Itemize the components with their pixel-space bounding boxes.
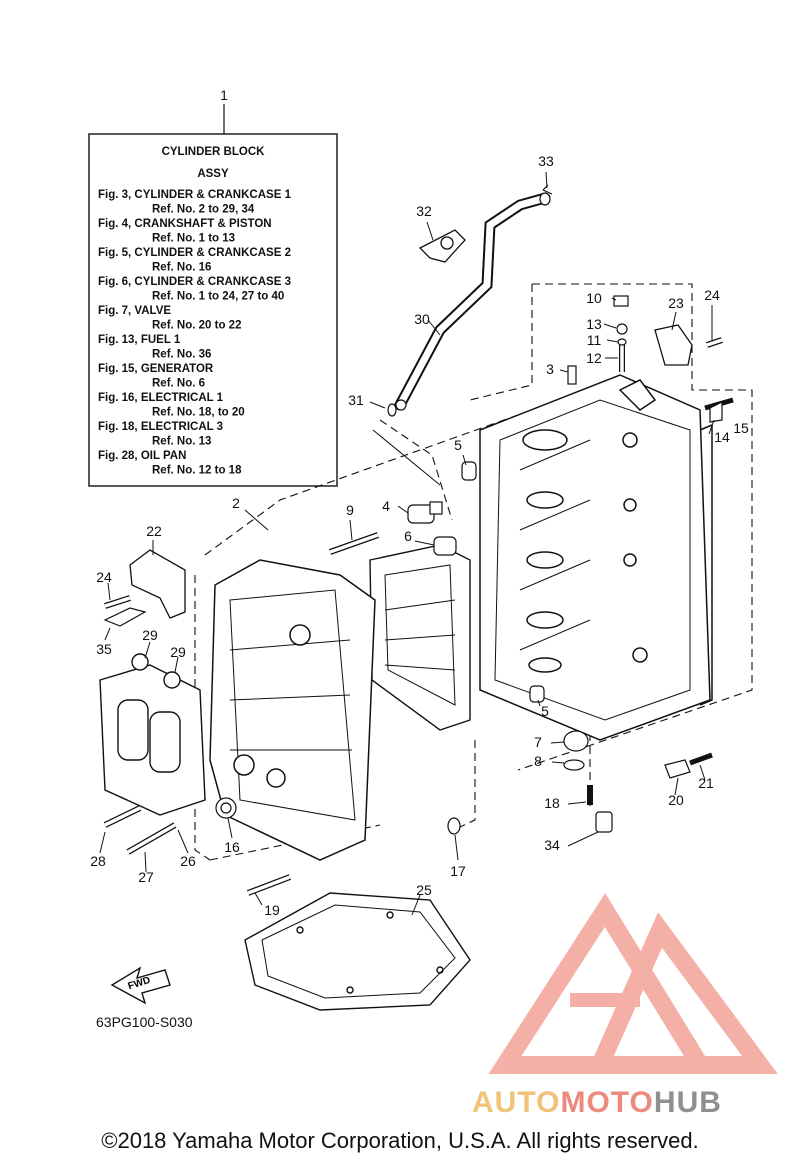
- callout-number: 12: [586, 350, 602, 366]
- callout-number: 27: [138, 869, 154, 885]
- copyright-notice: ©2018 Yamaha Motor Corporation, U.S.A. A…: [101, 1128, 699, 1153]
- forward-arrow: [110, 966, 171, 1005]
- callout-number: 2: [232, 495, 240, 511]
- callout-number: 33: [538, 153, 554, 169]
- callout-number: 19: [264, 902, 280, 918]
- thermostat-housing-assembly: [99, 653, 206, 816]
- callout-number: 24: [96, 569, 112, 585]
- callout-number: 3: [546, 361, 554, 377]
- figure-reference: Fig. 7, VALVE: [98, 305, 171, 317]
- callout-number: 6: [404, 528, 412, 544]
- figure-reference: Fig. 28, OIL PAN: [98, 450, 186, 462]
- crankcase-frame: [369, 544, 471, 731]
- callout-number: 16: [224, 839, 240, 855]
- watermark-part-1: AUTO: [472, 1086, 561, 1119]
- figure-reference: Fig. 6, CYLINDER & CRANKCASE 3: [98, 276, 291, 288]
- callout-number: 29: [170, 644, 186, 660]
- callout-number: 29: [142, 627, 158, 643]
- reference-range: Ref. No. 18, to 20: [152, 407, 245, 419]
- reference-range: Ref. No. 20 to 22: [152, 320, 241, 332]
- callout-number: 32: [416, 203, 432, 219]
- assembly-outlines: [194, 283, 753, 861]
- reference-range: Ref. No. 12 to 18: [152, 465, 242, 477]
- reference-range: Ref. No. 6: [152, 378, 205, 390]
- figure-reference: Fig. 15, GENERATOR: [98, 363, 214, 375]
- figure-reference: Fig. 4, CRANKSHAFT & PISTON: [98, 218, 272, 230]
- automotohub-watermark: AUTOMOTOHUB: [472, 1086, 722, 1120]
- callout-number: 23: [668, 295, 684, 311]
- callout-number: 30: [414, 311, 430, 327]
- crankcase-gasket: [244, 892, 471, 1011]
- callout-number: 9: [346, 502, 354, 518]
- plate: [654, 324, 693, 366]
- reference-range: Ref. No. 16: [152, 262, 211, 274]
- callout-number: 7: [534, 734, 542, 750]
- tube-clip: [418, 229, 466, 263]
- reference-box: CYLINDER BLOCK ASSY Fig. 3, CYLINDER & C…: [88, 87, 338, 487]
- callout-number: 18: [544, 795, 560, 811]
- callout-number: 35: [96, 641, 112, 657]
- callout-number: 13: [586, 316, 602, 332]
- cylinder-block: [479, 374, 713, 741]
- callout-number: 28: [90, 853, 106, 869]
- reference-box-title-2: ASSY: [197, 168, 229, 180]
- small-parts: [215, 184, 723, 835]
- figure-reference: Fig. 13, FUEL 1: [98, 334, 181, 346]
- bracket: [129, 549, 186, 619]
- diagram-code: 63PG100-S030: [96, 1014, 193, 1030]
- callout-number: 4: [382, 498, 390, 514]
- callout-number: 1: [220, 87, 228, 103]
- figure-reference: Fig. 16, ELECTRICAL 1: [98, 392, 224, 404]
- callout-number: 25: [416, 882, 432, 898]
- reference-box-title-1: CYLINDER BLOCK: [162, 146, 266, 158]
- reference-range: Ref. No. 2 to 29, 34: [152, 204, 255, 216]
- callout-number: 22: [146, 523, 162, 539]
- callout-number: 21: [698, 775, 714, 791]
- callout-number: 11: [587, 332, 602, 348]
- automotohub-logo-graphic: [488, 893, 778, 1074]
- callout-number: 34: [544, 837, 560, 853]
- reference-range: Ref. No. 1 to 13: [152, 233, 235, 245]
- watermark-part-2: MOTO: [560, 1086, 654, 1119]
- callout-number: 26: [180, 853, 196, 869]
- callout-number: 24: [704, 287, 720, 303]
- leader-lines: [99, 171, 715, 916]
- reference-range: Ref. No. 36: [152, 349, 211, 361]
- bracket-small: [103, 607, 147, 627]
- callout-number: 20: [668, 792, 684, 808]
- callout-number: 31: [348, 392, 364, 408]
- crankcase: [209, 559, 376, 861]
- figure-reference: Fig. 3, CYLINDER & CRANKCASE 1: [98, 189, 292, 201]
- callout-number: 10: [586, 290, 602, 306]
- bolts: [103, 295, 734, 896]
- dipstick-tube: [394, 192, 551, 411]
- watermark-part-3: HUB: [653, 1086, 722, 1119]
- reference-range: Ref. No. 1 to 24, 27 to 40: [152, 291, 284, 303]
- callout-number: 5: [541, 703, 549, 719]
- reference-range: Ref. No. 13: [152, 436, 211, 448]
- figure-reference: Fig. 5, CYLINDER & CRANKCASE 2: [98, 247, 291, 259]
- figure-reference: Fig. 18, ELECTRICAL 3: [98, 421, 223, 433]
- callout-number: 15: [733, 420, 749, 436]
- callout-number: 5: [454, 437, 462, 453]
- callout-number: 8: [534, 753, 542, 769]
- callout-number: 14: [714, 429, 730, 445]
- callout-number: 17: [450, 863, 466, 879]
